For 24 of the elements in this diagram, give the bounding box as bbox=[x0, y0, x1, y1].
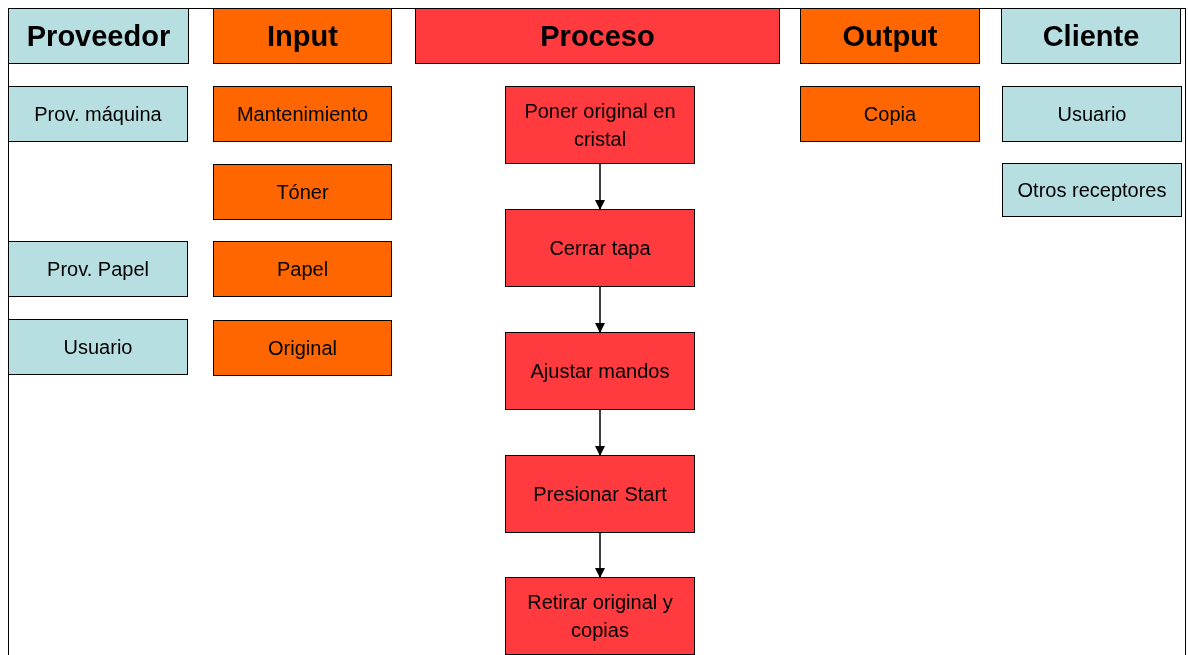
process-box: Ajustar mandos bbox=[505, 332, 695, 410]
process-box: Prov. máquina bbox=[8, 86, 188, 142]
process-box: Presionar Start bbox=[505, 455, 695, 533]
process-box: Poner original en cristal bbox=[505, 86, 695, 164]
column-header: Input bbox=[213, 8, 392, 64]
process-box: Copia bbox=[800, 86, 980, 142]
arrow bbox=[595, 532, 605, 578]
process-box: Prov. Papel bbox=[8, 241, 188, 297]
arrow bbox=[595, 286, 605, 333]
process-box: Usuario bbox=[8, 319, 188, 375]
column-header: Output bbox=[800, 8, 980, 64]
process-box: Usuario bbox=[1002, 86, 1182, 142]
process-box: Mantenimiento bbox=[213, 86, 392, 142]
process-box: Otros receptores bbox=[1002, 163, 1182, 217]
process-box: Retirar original y copias bbox=[505, 577, 695, 655]
process-box: Cerrar tapa bbox=[505, 209, 695, 287]
column-header: Cliente bbox=[1001, 8, 1181, 64]
process-box: Tóner bbox=[213, 164, 392, 220]
process-box: Original bbox=[213, 320, 392, 376]
arrow bbox=[595, 409, 605, 456]
arrow bbox=[595, 163, 605, 210]
process-box: Papel bbox=[213, 241, 392, 297]
column-header: Proveedor bbox=[8, 8, 189, 64]
column-header: Proceso bbox=[415, 8, 780, 64]
